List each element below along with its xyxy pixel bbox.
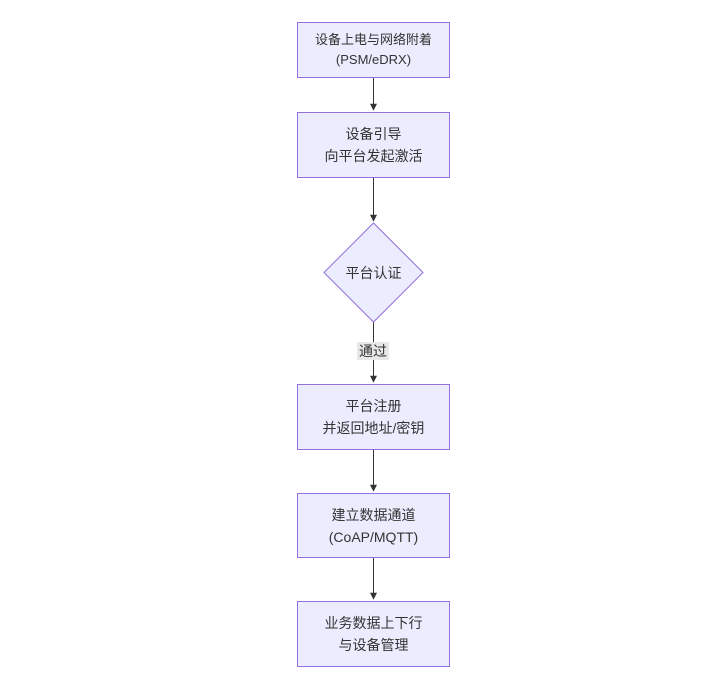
node-platform-register: 平台注册 并返回地址/密钥 (297, 384, 450, 450)
node-power-on-network-attach: 设备上电与网络附着 (PSM/eDRX) (297, 22, 450, 78)
node-business-data: 业务数据上下行 与设备管理 (297, 601, 450, 667)
edge-label-pass: 通过 (357, 342, 389, 360)
node-data-channel: 建立数据通道 (CoAP/MQTT) (297, 493, 450, 558)
node-device-bootstrap: 设备引导 向平台发起激活 (297, 112, 450, 178)
